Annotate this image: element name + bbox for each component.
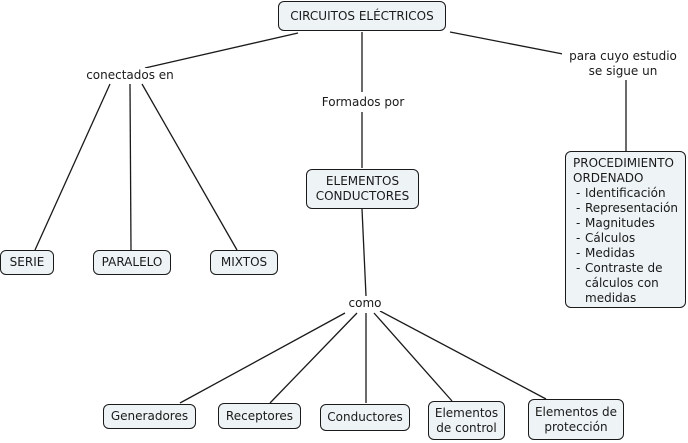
link-label-study: para cuyo estudio se sigue un xyxy=(562,49,684,79)
paralelo-node[interactable]: PARALELO xyxy=(93,250,171,275)
protection-label-line1: Elementos de xyxy=(534,404,618,419)
procedure-node[interactable]: PROCEDIMIENTO ORDENADO Identificación Re… xyxy=(565,151,686,308)
link-label-study-line2: se sigue un xyxy=(588,64,658,78)
procedure-steps: Identificación Representación Magnitudes… xyxy=(573,186,678,306)
link-as-generators xyxy=(179,312,346,404)
generators-node[interactable]: Generadores xyxy=(103,404,196,429)
serie-node[interactable]: SERIE xyxy=(0,250,54,275)
receivers-node[interactable]: Receptores xyxy=(218,403,301,429)
procedure-title-line2: ORDENADO xyxy=(573,171,644,185)
procedure-step: Cálculos xyxy=(573,231,678,246)
link-label-formed: Formados por xyxy=(318,95,408,110)
generators-label: Generadores xyxy=(110,409,189,423)
elements-node[interactable]: ELEMENTOS CONDUCTORES xyxy=(306,169,419,209)
conductors-label: Conductores xyxy=(327,410,403,424)
link-elements-as xyxy=(361,208,367,297)
link-root-connected xyxy=(144,32,299,69)
link-connected-serie xyxy=(34,83,111,251)
procedure-step: Representación xyxy=(573,201,678,216)
link-label-study-line1: para cuyo estudio xyxy=(569,49,677,63)
mixtos-label: MIXTOS xyxy=(220,255,268,269)
elements-label-line1: ELEMENTOS xyxy=(325,174,400,188)
link-as-receivers xyxy=(269,312,358,404)
link-as-control xyxy=(373,312,453,402)
paralelo-label: PARALELO xyxy=(101,255,163,269)
procedure-step: Magnitudes xyxy=(573,216,678,231)
elements-label-line2: CONDUCTORES xyxy=(315,189,410,203)
protection-label-line2: protección xyxy=(544,419,608,434)
root-label: CIRCUITOS ELÉCTRICOS xyxy=(290,8,434,23)
root-node[interactable]: CIRCUITOS ELÉCTRICOS xyxy=(278,1,446,31)
procedure-step: Medidas xyxy=(573,246,678,261)
control-label-line2: de control xyxy=(436,420,497,435)
link-as-protection xyxy=(379,310,547,400)
procedure-step: Identificación xyxy=(573,186,678,201)
control-node[interactable]: Elementos de control xyxy=(428,401,505,440)
serie-label: SERIE xyxy=(9,255,45,269)
protection-node[interactable]: Elementos de protección xyxy=(528,399,624,440)
link-label-connected: conectados en xyxy=(82,68,178,83)
link-label-as: como xyxy=(344,296,386,311)
link-connected-mixtos xyxy=(141,83,238,251)
control-label-line1: Elementos xyxy=(434,405,499,420)
link-connected-paralelo xyxy=(129,83,132,251)
conductors-node[interactable]: Conductores xyxy=(320,404,410,431)
receivers-label: Receptores xyxy=(225,408,294,423)
link-root-study xyxy=(449,31,569,56)
procedure-step: Contraste de cálculos con medidas xyxy=(573,261,678,306)
mixtos-node[interactable]: MIXTOS xyxy=(210,250,278,275)
procedure-title-line1: PROCEDIMIENTO xyxy=(573,156,674,170)
